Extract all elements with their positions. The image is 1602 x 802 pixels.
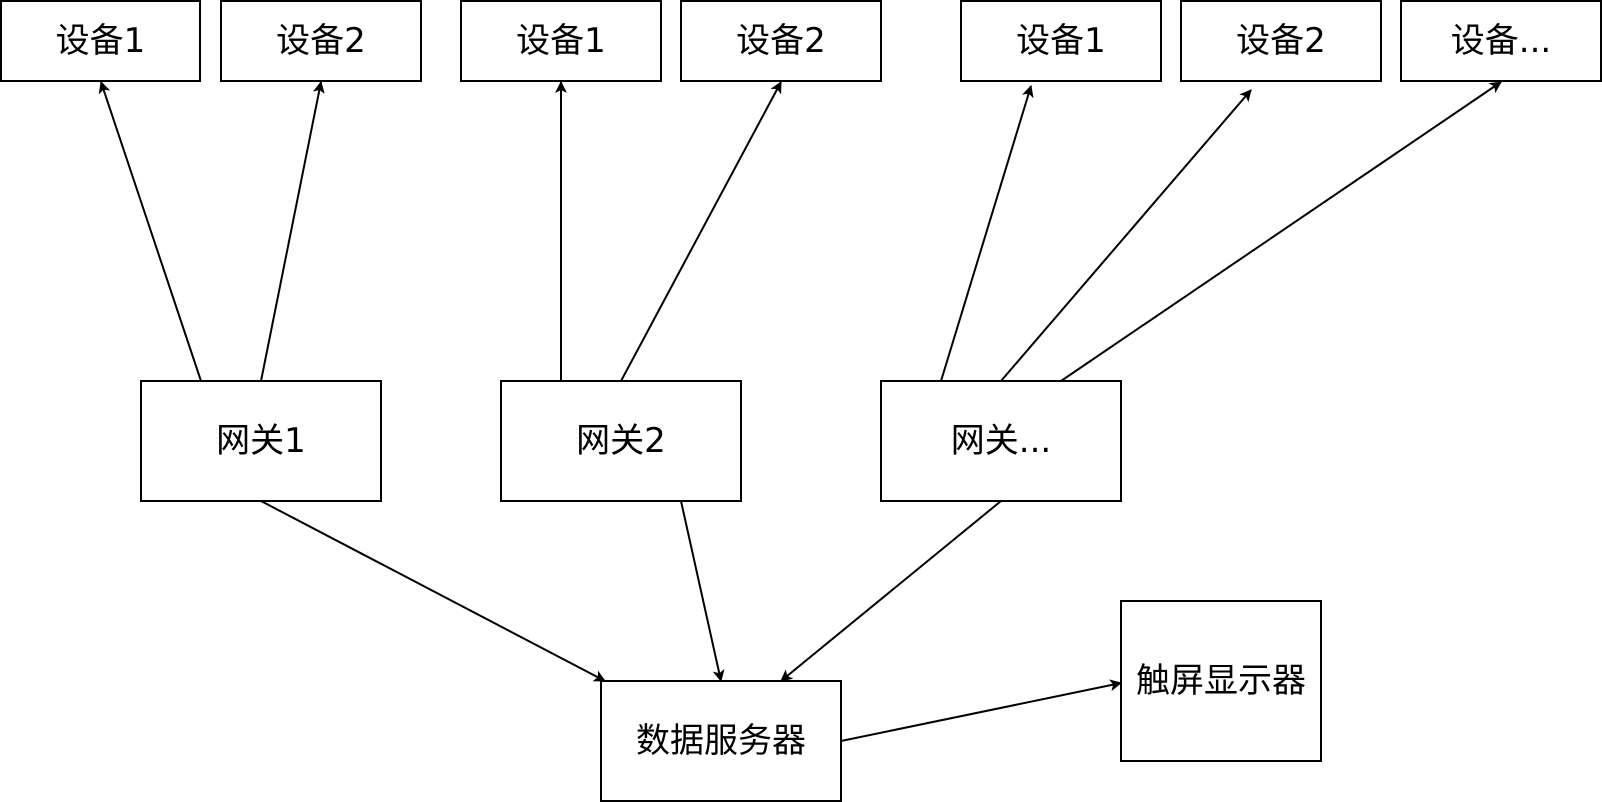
connections: [98, 81, 1502, 742]
data-server: 数据服务器: [600, 680, 842, 802]
gw3-device-1: 设备1: [960, 0, 1162, 82]
gateway-1: 网关1: [140, 380, 382, 502]
gw3-device-more: 设备...: [1400, 0, 1602, 82]
gw3-device-2-label: 设备2: [1236, 21, 1326, 61]
arrow-data-server-to-touch-display: [840, 679, 1122, 742]
gw1-device-1: 设备1: [0, 0, 201, 82]
arrow-gateway-more-to-gw3-devmore: [1060, 81, 1502, 382]
gw3-device-more-label: 设备...: [1451, 21, 1551, 61]
gw2-device-1: 设备1: [460, 0, 662, 82]
arrow-gateway1-to-data-server: [260, 500, 606, 682]
gateway-2-label: 网关2: [576, 421, 666, 461]
gw1-device-1-label: 设备1: [56, 21, 146, 61]
gw1-device-2: 设备2: [220, 0, 422, 82]
arrow-gateway-more-to-gw3-dev2: [1000, 89, 1252, 382]
arrow-gateway1-to-gw1-dev2: [260, 81, 325, 382]
gateway-1-label: 网关1: [216, 421, 306, 461]
touch-display: 触屏显示器: [1120, 600, 1322, 762]
gw3-device-2: 设备2: [1180, 0, 1382, 82]
gw3-device-1-label: 设备1: [1016, 21, 1106, 61]
gateway-more-label: 网关...: [951, 421, 1051, 461]
gw2-device-2-label: 设备2: [736, 21, 826, 61]
arrow-gateway-more-to-gw3-dev1: [940, 85, 1034, 382]
arrow-gateway1-to-gw1-dev1: [98, 81, 202, 382]
touch-display-label: 触屏显示器: [1136, 661, 1306, 701]
gw2-device-1-label: 设备1: [516, 21, 606, 61]
arrow-gateway2-to-gw2-dev2: [620, 81, 782, 382]
arrow-gateway2-to-data-server: [680, 500, 725, 682]
gateway-more: 网关...: [880, 380, 1122, 502]
arrow-gateway-more-to-data-server: [780, 500, 1002, 682]
gateway-2: 网关2: [500, 380, 742, 502]
gw1-device-2-label: 设备2: [276, 21, 366, 61]
data-server-label: 数据服务器: [636, 721, 806, 761]
gw2-device-2: 设备2: [680, 0, 882, 82]
